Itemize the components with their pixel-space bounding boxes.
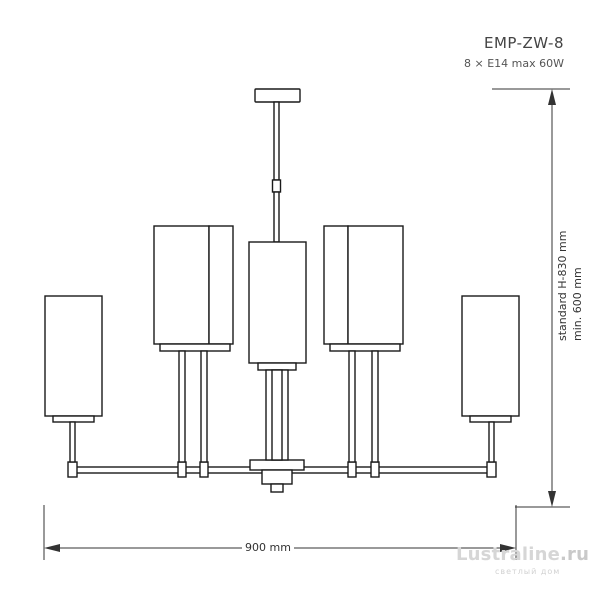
suspension-rod-lower (273, 191, 280, 243)
center-column-inner (271, 369, 283, 461)
arm-end-left (67, 461, 78, 478)
lamp-cup (52, 415, 95, 423)
watermark-name: Lustraline (456, 544, 560, 565)
height-standard-label: standard H-830 mm (556, 227, 569, 344)
model-title: EMP-ZW-8 (483, 34, 564, 52)
watermark-tld: .ru (560, 544, 590, 565)
lamp-stem (178, 350, 186, 463)
suspension-rod (273, 101, 280, 181)
arrow-down-icon (548, 491, 556, 507)
lamp-cup (469, 415, 512, 423)
lamp-stem (348, 350, 356, 463)
arrow-up-icon (548, 89, 556, 105)
lamp-shade-inner-left (153, 225, 210, 345)
arm-joint (199, 461, 209, 478)
central-finial (270, 483, 284, 493)
lamp-stem (488, 421, 495, 463)
bulb-spec: 8 × E14 max 60W (464, 57, 564, 70)
lamp-shade-inner-right (347, 225, 404, 345)
arm-joint (177, 461, 187, 478)
lamp-shade-outer-right (461, 295, 520, 417)
arm-end-right (486, 461, 497, 478)
lamp-stem (69, 421, 76, 463)
lamp-stem (200, 350, 208, 463)
ceiling-canopy (254, 88, 301, 103)
height-min-label: min. 600 mm (571, 264, 584, 344)
lamp-cup (159, 343, 231, 352)
lamp-shade-center (248, 241, 307, 364)
central-hub (249, 459, 305, 471)
lamp-shade-inner-right-rear (323, 225, 349, 345)
lamp-cup (257, 362, 297, 371)
lamp-cup (329, 343, 401, 352)
lamp-shade-outer-left (44, 295, 103, 417)
rod-coupling (271, 179, 282, 193)
arm-joint (370, 461, 380, 478)
arrow-right-icon (500, 544, 516, 552)
arm-joint (347, 461, 357, 478)
watermark-subtitle: светлый дом (495, 567, 561, 576)
central-hub-base (261, 469, 293, 485)
lamp-shade-inner-left-rear (208, 225, 234, 345)
lamp-stem (371, 350, 379, 463)
arrow-left-icon (44, 544, 60, 552)
watermark-logo: Lustraline.ru (456, 544, 589, 565)
width-label: 900 mm (242, 541, 294, 554)
